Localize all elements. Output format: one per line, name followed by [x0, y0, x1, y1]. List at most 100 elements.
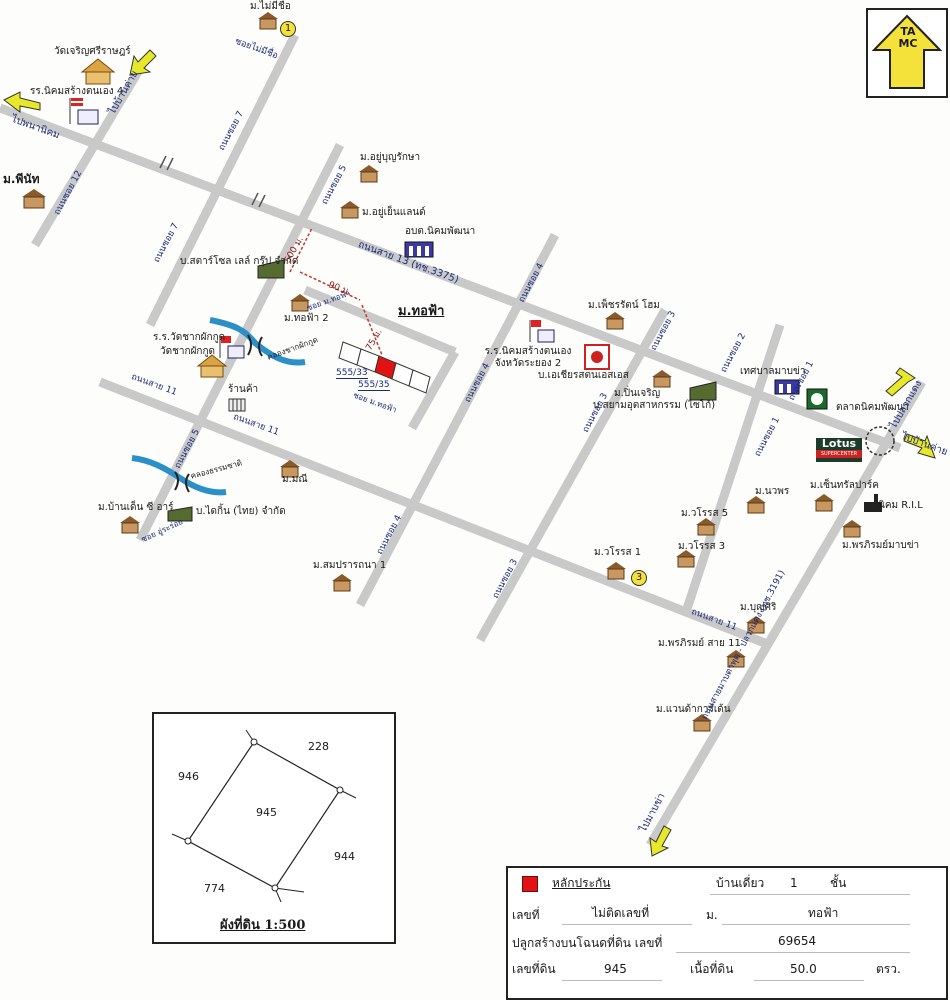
road-mabkha-line [646, 379, 926, 848]
north-arrow-icon [871, 14, 943, 89]
house-icon [280, 460, 300, 478]
lotus-badge: Lotus SUPERCENTER [816, 438, 862, 462]
place-b-somchai: บ.เอเชียรสตนเอสเอส [538, 370, 629, 381]
road-break-mark [159, 155, 174, 171]
road-break-mark [251, 192, 266, 208]
place-school-nikhom-4: รร.นิคมสร้างตนเอง 4 [30, 86, 124, 97]
road-11-line [98, 377, 772, 650]
place-star-steel: บ.สตาร์โซล เลล์ กรุ๊ป จำกัด [180, 256, 299, 267]
soi-3-line [476, 307, 669, 643]
house-icon [340, 201, 360, 219]
place-nawaporn: ม.นวพร [755, 486, 790, 497]
property-info-table: หลักประกัน บ้านเดี่ยว 1 ชั้น เลขที่ ไม่ต… [506, 866, 948, 1000]
road-13-line [0, 103, 902, 453]
soi-12-line [31, 57, 149, 248]
place-school-nikhom-2: ร.ร.นิคมสร้างตนเอง จังหวัดระยอง 2 [484, 346, 572, 369]
road-network [0, 32, 926, 848]
place-worarot-1: ม.วโรรส 1 [594, 547, 642, 558]
number-value: ไม่ติดเลขที่ [592, 906, 650, 920]
place-tessaban: เทศบาลมาบข่า [740, 366, 806, 377]
distance-indicators [289, 227, 383, 356]
house-icon [258, 12, 278, 30]
circle-number-three: 3 [628, 565, 647, 586]
market-icon [806, 388, 828, 410]
place-thofa-2: ม.ทอฟ้า 2 [284, 313, 329, 324]
canal-natural [131, 455, 227, 496]
government-building-icon [774, 379, 800, 395]
info-divider [562, 980, 662, 981]
direction-arrows [3, 49, 936, 857]
number-label: เลขที่ [512, 908, 540, 922]
place-school-wat-chak: ร.ร.วัดชากผักกูด [153, 332, 226, 343]
plot-neighbor-east: 944 [334, 850, 355, 863]
soi-2-line [680, 323, 785, 617]
village-value: ทอฟ้า [808, 906, 839, 920]
lotus-sub-label: SUPERCENTER [816, 450, 862, 458]
factory-icon [257, 259, 285, 279]
place-phetcharat: ม.เพ็ชรรัตน์ โฮม [588, 300, 660, 311]
place-u-yen-land: ม.อยู่เย็นแลนด์ [362, 207, 426, 218]
soi-4-line [356, 232, 559, 608]
temple-icon [80, 58, 116, 85]
bridge-icon [247, 334, 263, 357]
plot-neighbor-north: 228 [308, 740, 329, 753]
place-wat-charoen: วัดเจริญศรีราษฎร์ [54, 46, 131, 57]
plot-neighbor-south: 774 [204, 882, 225, 895]
house-type: บ้านเดี่ยว [716, 876, 765, 890]
place-thofa: ม.ทอฟ้า [398, 304, 445, 319]
canal-chak-phak-kut [209, 317, 306, 366]
bridge-icon [174, 471, 190, 493]
house-icon [359, 165, 379, 183]
info-divider [710, 894, 910, 895]
area-unit: ตรว. [876, 962, 901, 976]
area-label: เนื้อที่ดิน [690, 962, 734, 976]
government-building-icon [404, 241, 434, 258]
factory-icon [167, 506, 193, 522]
place-worarot-5: ม.วโรรส 5 [681, 508, 729, 519]
house-icon [692, 714, 712, 732]
house-icon [120, 516, 140, 534]
temple-icon [196, 354, 228, 378]
place-porn-phirom-11: ม.พรภิรมย์ สาย 11 [658, 638, 741, 649]
lot-number-a: 555/33 [336, 368, 368, 379]
land-number-label: เลขที่ดิน [512, 962, 556, 976]
info-divider [676, 952, 910, 953]
info-divider [562, 924, 692, 925]
place-shop: ร้านค้า [228, 384, 259, 395]
soi-mai-mi-chue-line [145, 32, 300, 328]
place-porn-phirom-mabkha: ม.พรภิรมย์มาบข่า [842, 540, 920, 551]
place-phinat: ม.พีนัท [3, 172, 40, 186]
land-plot-diagram: 945 228 946 944 774 ผังที่ดิน 1:500 [152, 712, 396, 944]
soi-thofa-branch-line [408, 349, 459, 431]
house-icon [676, 550, 696, 568]
plot-title: ผังที่ดิน 1:500 [220, 918, 306, 933]
plot-neighbor-west: 946 [178, 770, 199, 783]
plot-center-number: 945 [256, 806, 277, 819]
house-icon [605, 312, 625, 330]
place-bunsiri: ม.บุญศิริ [740, 602, 777, 613]
house-icon [746, 496, 766, 514]
house-icon [842, 520, 862, 538]
land-number-value: 945 [604, 962, 627, 976]
place-mai-mi-chue: ม.ไม่มีชื่อ [250, 1, 291, 13]
soi-thofa-line [303, 285, 457, 357]
school-icon [69, 98, 99, 125]
house-icon [652, 370, 672, 388]
house-icon [746, 616, 766, 634]
school-icon [219, 336, 245, 359]
place-wat-chak: วัดชากผักกูด [160, 346, 216, 357]
collateral-swatch [522, 876, 538, 892]
place-b-daikin: บ.ไดกิ้น (ไทย) จำกัด [196, 506, 286, 517]
junction-circle [865, 426, 895, 456]
school-icon [529, 320, 555, 343]
place-nikhom-ril: นิคม R.I.L [878, 500, 923, 511]
info-divider [722, 924, 910, 925]
place-vanda: ม.แวนด้าการ์เด้น [656, 704, 731, 715]
circle-number-one: 1 [277, 16, 296, 37]
house-icon [22, 189, 46, 209]
company-logo-icon [584, 344, 610, 370]
village-label: ม. [706, 908, 718, 922]
circle-three-label: 3 [631, 570, 647, 586]
house-icon [332, 574, 352, 592]
